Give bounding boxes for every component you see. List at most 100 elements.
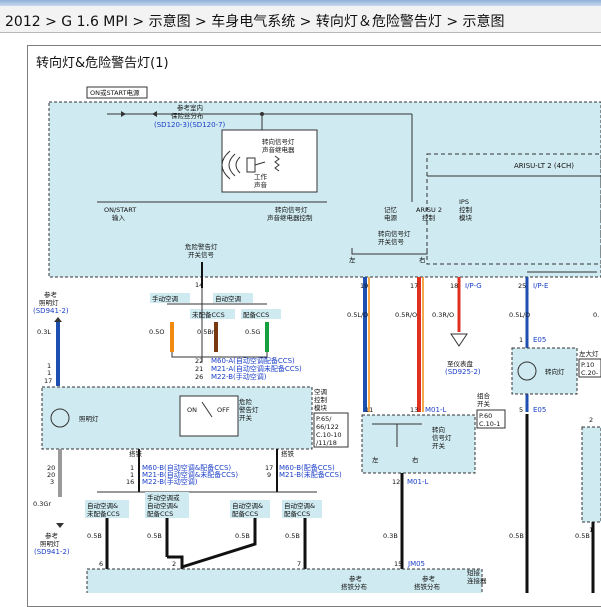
breadcrumb: 2012 > G 1.6 MPI > 示意图 > 车身电气系统 > 转向灯＆危险…: [5, 11, 505, 31]
label-ac-pages-2: 66/122: [316, 423, 339, 431]
breadcrumb-separator: >: [295, 14, 316, 30]
label-no-ccs: 未配备CCS: [192, 310, 225, 319]
breadcrumb-year[interactable]: 2012: [5, 14, 41, 30]
pin-6: 6: [99, 560, 103, 568]
label-hazard-sw-1: 危险: [239, 397, 253, 406]
label-manual-or-3: 配备CCS: [147, 509, 173, 518]
window-top-strip: [0, 0, 601, 6]
conn-m01l-top: M01-L: [425, 406, 446, 414]
pin-9: 9: [267, 471, 271, 479]
label-hazard-sig-1: 危险警告灯: [185, 242, 218, 251]
conn-m60b-2: M60-B(配备CCS): [279, 463, 335, 472]
label-ac-module-1: 空调: [314, 387, 327, 396]
label-ips-3: 模块: [459, 213, 473, 222]
breadcrumb-item[interactable]: 车身电气系统: [211, 14, 296, 30]
label-on-start-power: ON或START电源: [90, 88, 140, 97]
label-ac-pages-4: /11/18: [316, 439, 337, 447]
conn-m21a: M21-A(自动空调未配备CCS): [211, 364, 302, 373]
pin-1e: 1: [519, 336, 523, 344]
wire-w12: 0.5B: [147, 532, 162, 540]
label-auto-with-ccs-2a: 配备CCS: [232, 509, 258, 518]
pin-7: 7: [297, 560, 301, 568]
pin-26: 26: [195, 373, 203, 381]
pin-13: 13: [410, 406, 418, 414]
conn-e05-top: E05: [533, 336, 546, 344]
label-short-conn-1: 短接: [467, 568, 481, 577]
label-right: 右: [419, 255, 426, 264]
breadcrumb-separator: >: [127, 14, 149, 30]
label-with-ccs: 配备CCS: [243, 310, 269, 319]
label-ref-illum-b1: 参考: [45, 531, 59, 540]
pin-3: 3: [50, 478, 54, 486]
breadcrumb-separator: >: [190, 14, 212, 30]
conn-e05-bottom: E05: [533, 406, 546, 414]
label-ac-module-3: 模块: [314, 403, 328, 412]
wire-w17: 0.5B: [575, 532, 590, 540]
label-ref-illum-1: 参考: [44, 290, 58, 299]
wire-w13: 0.5B: [235, 532, 250, 540]
label-auto-ac: 自动空调: [215, 294, 241, 303]
label-hazard-sig-2: 开关信号: [188, 250, 215, 259]
pin-14: 14: [195, 281, 203, 289]
conn-m01l-bottom: M01-L: [407, 478, 428, 486]
label-flasher-ctrl-2: 声音继电器控制: [267, 213, 313, 222]
label-ref-ground-1a: 参考: [349, 574, 363, 583]
pin-2r: 2: [589, 416, 593, 424]
label-ref-illum-3: (SD941-2): [33, 307, 69, 315]
wire-w10: 0.3Gr: [33, 500, 51, 508]
wire-w8: 0.5Br: [197, 328, 215, 336]
label-left-big-1: 左大灯: [579, 349, 599, 358]
pin-5: 5: [519, 406, 523, 414]
label-work-2: 声音: [254, 180, 268, 189]
label-sw-right: 右: [412, 455, 419, 464]
label-auto-with-ccs-1b: 自动空调&: [284, 501, 315, 510]
label-memory-1: 记忆: [384, 205, 398, 214]
breadcrumb-item[interactable]: G 1.6 MPI: [61, 14, 128, 30]
conn-m60b-1: M60-B(自动空调&配备CCS): [142, 463, 231, 472]
wire-w6: 0.3L: [37, 328, 51, 336]
breadcrumb-item[interactable]: 转向灯＆危险警告灯: [315, 14, 442, 30]
label-turn-sig-1: 转向信号灯: [378, 229, 411, 238]
label-turn-lamp: 转向灯: [545, 367, 565, 376]
breadcrumb-separator: >: [441, 14, 463, 30]
wire-w11: 0.5B: [87, 532, 102, 540]
label-ground-1: 搭铁: [129, 449, 143, 458]
label-flasher-2: 声音继电器: [262, 145, 295, 154]
wire-w1: 0.5L/O: [347, 311, 368, 319]
pin-22: 22: [195, 357, 203, 365]
label-turn-sw-1: 转向: [432, 425, 445, 434]
label-auto-with-ccs-2b: 配备CCS: [284, 509, 310, 518]
pin-19: 19: [360, 282, 368, 290]
breadcrumb-separator: >: [40, 14, 62, 30]
conn-ipe: I/P-E: [533, 282, 548, 290]
wire-w14: 0.5B: [285, 532, 300, 540]
conn-m22b: M22-B(手动空调): [211, 372, 267, 381]
label-ref-illum-b2: 照明灯: [40, 539, 60, 548]
breadcrumb-bar: 2012 > G 1.6 MPI > 示意图 > 车身电气系统 > 转向灯＆危险…: [0, 6, 601, 33]
pin-18: 18: [450, 282, 458, 290]
label-on-start-input-2: 输入: [112, 213, 126, 222]
wire-w2: 0.5R/O: [395, 311, 417, 319]
conn-m21b-2: M21-B(未配备CCS): [279, 470, 342, 479]
wire-w4: 0.5L/O: [509, 311, 530, 319]
label-auto-no-ccs-1: 自动空调&: [87, 501, 118, 510]
label-on: ON: [187, 406, 197, 414]
label-ips-1: IPS: [459, 198, 469, 206]
pin-12: 12: [392, 478, 400, 486]
pin-2: 2: [172, 560, 176, 568]
breadcrumb-item[interactable]: 示意图: [148, 14, 191, 30]
pin-1b: 1: [47, 369, 51, 377]
breadcrumb-item[interactable]: 示意图: [462, 14, 505, 30]
conn-jm05: JM05: [407, 560, 425, 568]
label-ref-illum-2: 照明灯: [39, 298, 59, 307]
label-ac-pages-3: C.10-10: [316, 431, 342, 439]
label-combo-pages-1: P.60: [479, 412, 492, 420]
wire-w9: 0.5G: [245, 328, 260, 336]
label-turn-sw-2: 信号灯: [432, 433, 452, 442]
pin-20b: 20: [47, 471, 55, 479]
label-ground-2: 搭铁: [281, 449, 295, 458]
pin-17b: 17: [44, 377, 52, 385]
conn-m22b-1: M22-B(手动空调): [142, 477, 198, 486]
pin-20: 20: [47, 464, 55, 472]
label-arisu2-2: 控制: [422, 213, 436, 222]
